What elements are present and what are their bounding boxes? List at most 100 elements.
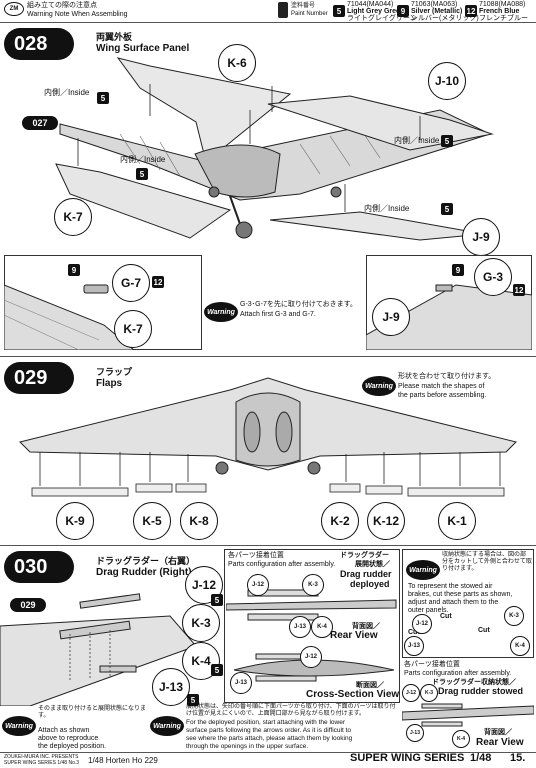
part-k8: K-8 [180,502,218,540]
part-k2: K-2 [321,502,359,540]
flaps-illustration [19,377,517,497]
deployed-rear-view-jp: 背面図／ [352,623,380,630]
stowed-cfg-jp: 各パーツ接着位置 [404,661,460,668]
stowed-part-k3: K-3 [504,606,524,626]
part-k3: K-3 [182,604,220,642]
header-divider [0,22,536,23]
paint-chip-5: 5 [333,5,345,17]
deployed-rear-view [226,589,397,682]
warning-badge-stowed: Warning [406,560,440,580]
part-j9-detail: J-9 [372,298,410,336]
step-030-title-jp: ドラッグラダー（右翼） [96,556,196,566]
cut-label-2: Cut [408,629,420,636]
chip-9-b: 9 [452,264,464,276]
stowed-rear-view: Rear View [476,737,524,748]
warn-mid-en3: see where the parts attach, please attac… [186,735,353,742]
chip-5-d: 5 [441,203,453,215]
warn-mid-en2: surface parts following the arrows order… [186,727,351,734]
stowed-part-k4: K-4 [510,636,530,656]
paint-name-2: Silver (Metallic) [411,8,463,15]
paint-col-jp: 塗料番号 [291,3,316,9]
paint-code-1: 71044(MA044) [347,1,394,8]
warning-badge-mid: Warning [150,716,184,736]
stowed-state-en: Drag rudder stowed [438,686,524,696]
paint-code-2: 71063(MA063) [411,1,458,8]
deployed-state-en1: Drag rudder [340,569,392,579]
paint-name-1: Light Grey Green [347,8,405,15]
header-en-note: Warning Note When Assembling [27,11,128,18]
stowed-en3: adjust and attach them to the [408,599,499,606]
stowed-bottom-j13: J-13 [406,724,424,742]
deployed-part-j12: J-12 [247,574,269,596]
warn-mid-jp: 展開状態は、矢印の番号順に下面パーツから取り付け、下面のパーツは取り付け位置が見… [186,704,396,717]
chip-5-030a: 5 [211,594,223,606]
part-k12: K-12 [367,502,405,540]
inside-label-4: 内側／Inside [364,204,410,213]
chip-5-030c: 5 [187,694,199,706]
footer-series: SUPER WING SERIES [350,752,465,764]
stowed-en1: To represent the stowed air [408,583,493,590]
step-029-title-en: Flaps [96,378,123,389]
drag-rudder-illustration [0,593,197,706]
detail-right-illustration [366,284,532,350]
divider-2 [0,545,536,546]
paint-col-en: Paint Number [291,11,328,17]
stowed-part-j12: J-12 [412,614,432,634]
inside-label-3: 内側／Inside [394,136,440,145]
deployed-rear-view: Rear View [330,630,378,641]
warn-left-en1: Attach as shown [38,727,90,734]
step-030-badge: 030 [4,551,74,583]
deployed-state-jp: ドラッグラダー [340,552,389,559]
stowed-en4: outer panels. [408,607,449,614]
step-030-title-en: Drag Rudder (Right) [96,567,192,578]
warning-029-en2: the parts before assembling. [398,392,487,399]
warn-left-en3: the deployed position. [38,743,107,750]
substep-029-tag: 029 [10,598,46,612]
part-k7-detail: K-7 [114,310,152,348]
footer-center: 1/48 Horten Ho 229 [88,756,158,765]
cross-view-jp: 断面図／ [356,682,384,689]
part-k7: K-7 [54,198,92,236]
deployed-part-k3: K-3 [302,574,324,596]
part-k1: K-1 [438,502,476,540]
warning-badge-029: Warning [362,376,396,396]
deployed-part-k4: K-4 [311,616,333,638]
warning-028-jp: G-3･G-7を先に取り付けておきます。 [240,301,357,308]
stowed-bottom-k3: K-3 [420,684,438,702]
wing-assembly-illustration [55,57,494,241]
footer-left-1: ZOUKEI-MURA INC. PRESENTS [4,754,79,760]
stowed-part-j13: J-13 [404,636,424,656]
footer-left-2: SUPER WING SERIES 1/48 No.3 [4,760,80,766]
paint-bottle-icon [278,2,288,18]
inside-label-1: 内側／Inside [44,88,90,97]
step-028-badge: 028 [4,28,74,60]
part-k9: K-9 [56,502,94,540]
step-029-badge: 029 [4,362,74,394]
paint-jp-3: フレンチブルー [479,15,528,22]
warning-028-en: Attach first G-3 and G-7. [240,311,316,318]
stowed-en2: brakes, cut these parts as shown, [408,591,513,598]
warn-mid-en4: through the openings in the upper surfac… [186,743,309,750]
cross-view: Cross-Section View [306,689,400,700]
paint-name-3: French Blue [479,8,520,15]
warning-029-jp: 形状を合わせて取り付けます。 [398,373,496,380]
step-028-title-jp: 両翼外板 [96,32,133,42]
part-j13: J-13 [152,668,190,706]
paint-jp-2: シルバー(メタリック) [411,15,479,22]
deployed-state-jp2: 展開状態／ [355,561,390,568]
paint-code-3: 71088(MA088) [479,1,526,8]
paint-jp-1: ライトグレイグリーン [347,15,417,22]
cross-part-j13: J-13 [230,672,252,694]
deployed-part-j13: J-13 [289,616,311,638]
deployed-state-en2: deployed [350,579,390,589]
stowed-cfg-en: Parts configuration after assembly. [404,670,512,677]
header-jp-note: 組み立ての際の注意点 [27,2,97,9]
part-j10: J-10 [428,62,466,100]
chip-12-b: 12 [513,284,525,296]
cross-part-j12: J-12 [300,646,322,668]
part-k5: K-5 [133,502,171,540]
chip-5-030b: 5 [211,664,223,676]
stowed-bottom-k4: K-4 [452,730,470,748]
chip-5-c: 5 [441,135,453,147]
deployed-en: Parts configuration after assembly. [228,561,336,568]
